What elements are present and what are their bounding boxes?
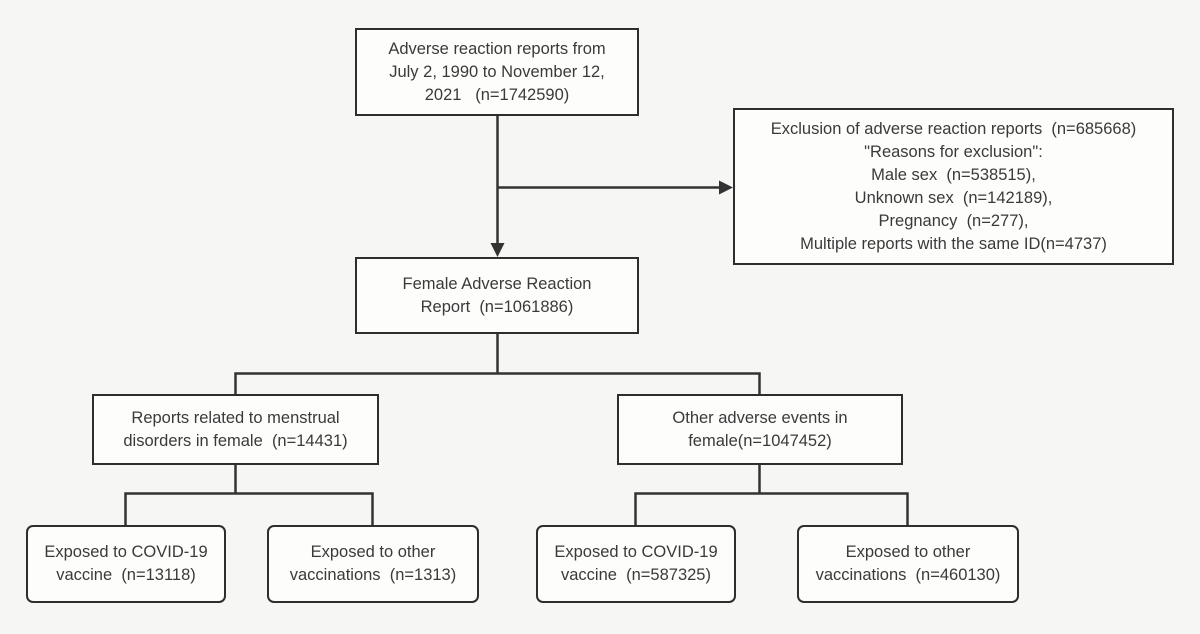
node-other-covid-vaccine: Exposed to COVID-19 vaccine (n=587325) xyxy=(536,525,736,603)
connector-menstrual-to-children xyxy=(124,465,374,525)
node-total-reports: Adverse reaction reports from July 2, 19… xyxy=(355,28,639,116)
arrow-right-icon xyxy=(719,180,733,195)
node-other-adverse-events: Other adverse events in female(n=1047452… xyxy=(617,394,903,465)
node-female-reports: Female Adverse Reaction Report (n=106188… xyxy=(355,257,639,334)
node-menstrual-disorders: Reports related to menstrual disorders i… xyxy=(92,394,379,465)
connector-female-to-level3 xyxy=(234,334,761,394)
connector-other-events-to-children xyxy=(634,465,909,525)
arrow-down-icon xyxy=(490,243,505,257)
node-other-other-vaccinations: Exposed to other vaccinations (n=460130) xyxy=(797,525,1019,603)
node-menstrual-other-vaccinations: Exposed to other vaccinations (n=1313) xyxy=(267,525,479,603)
node-exclusion-reasons: Exclusion of adverse reaction reports (n… xyxy=(733,108,1174,265)
node-menstrual-covid-vaccine: Exposed to COVID-19 vaccine (n=13118) xyxy=(26,525,226,603)
